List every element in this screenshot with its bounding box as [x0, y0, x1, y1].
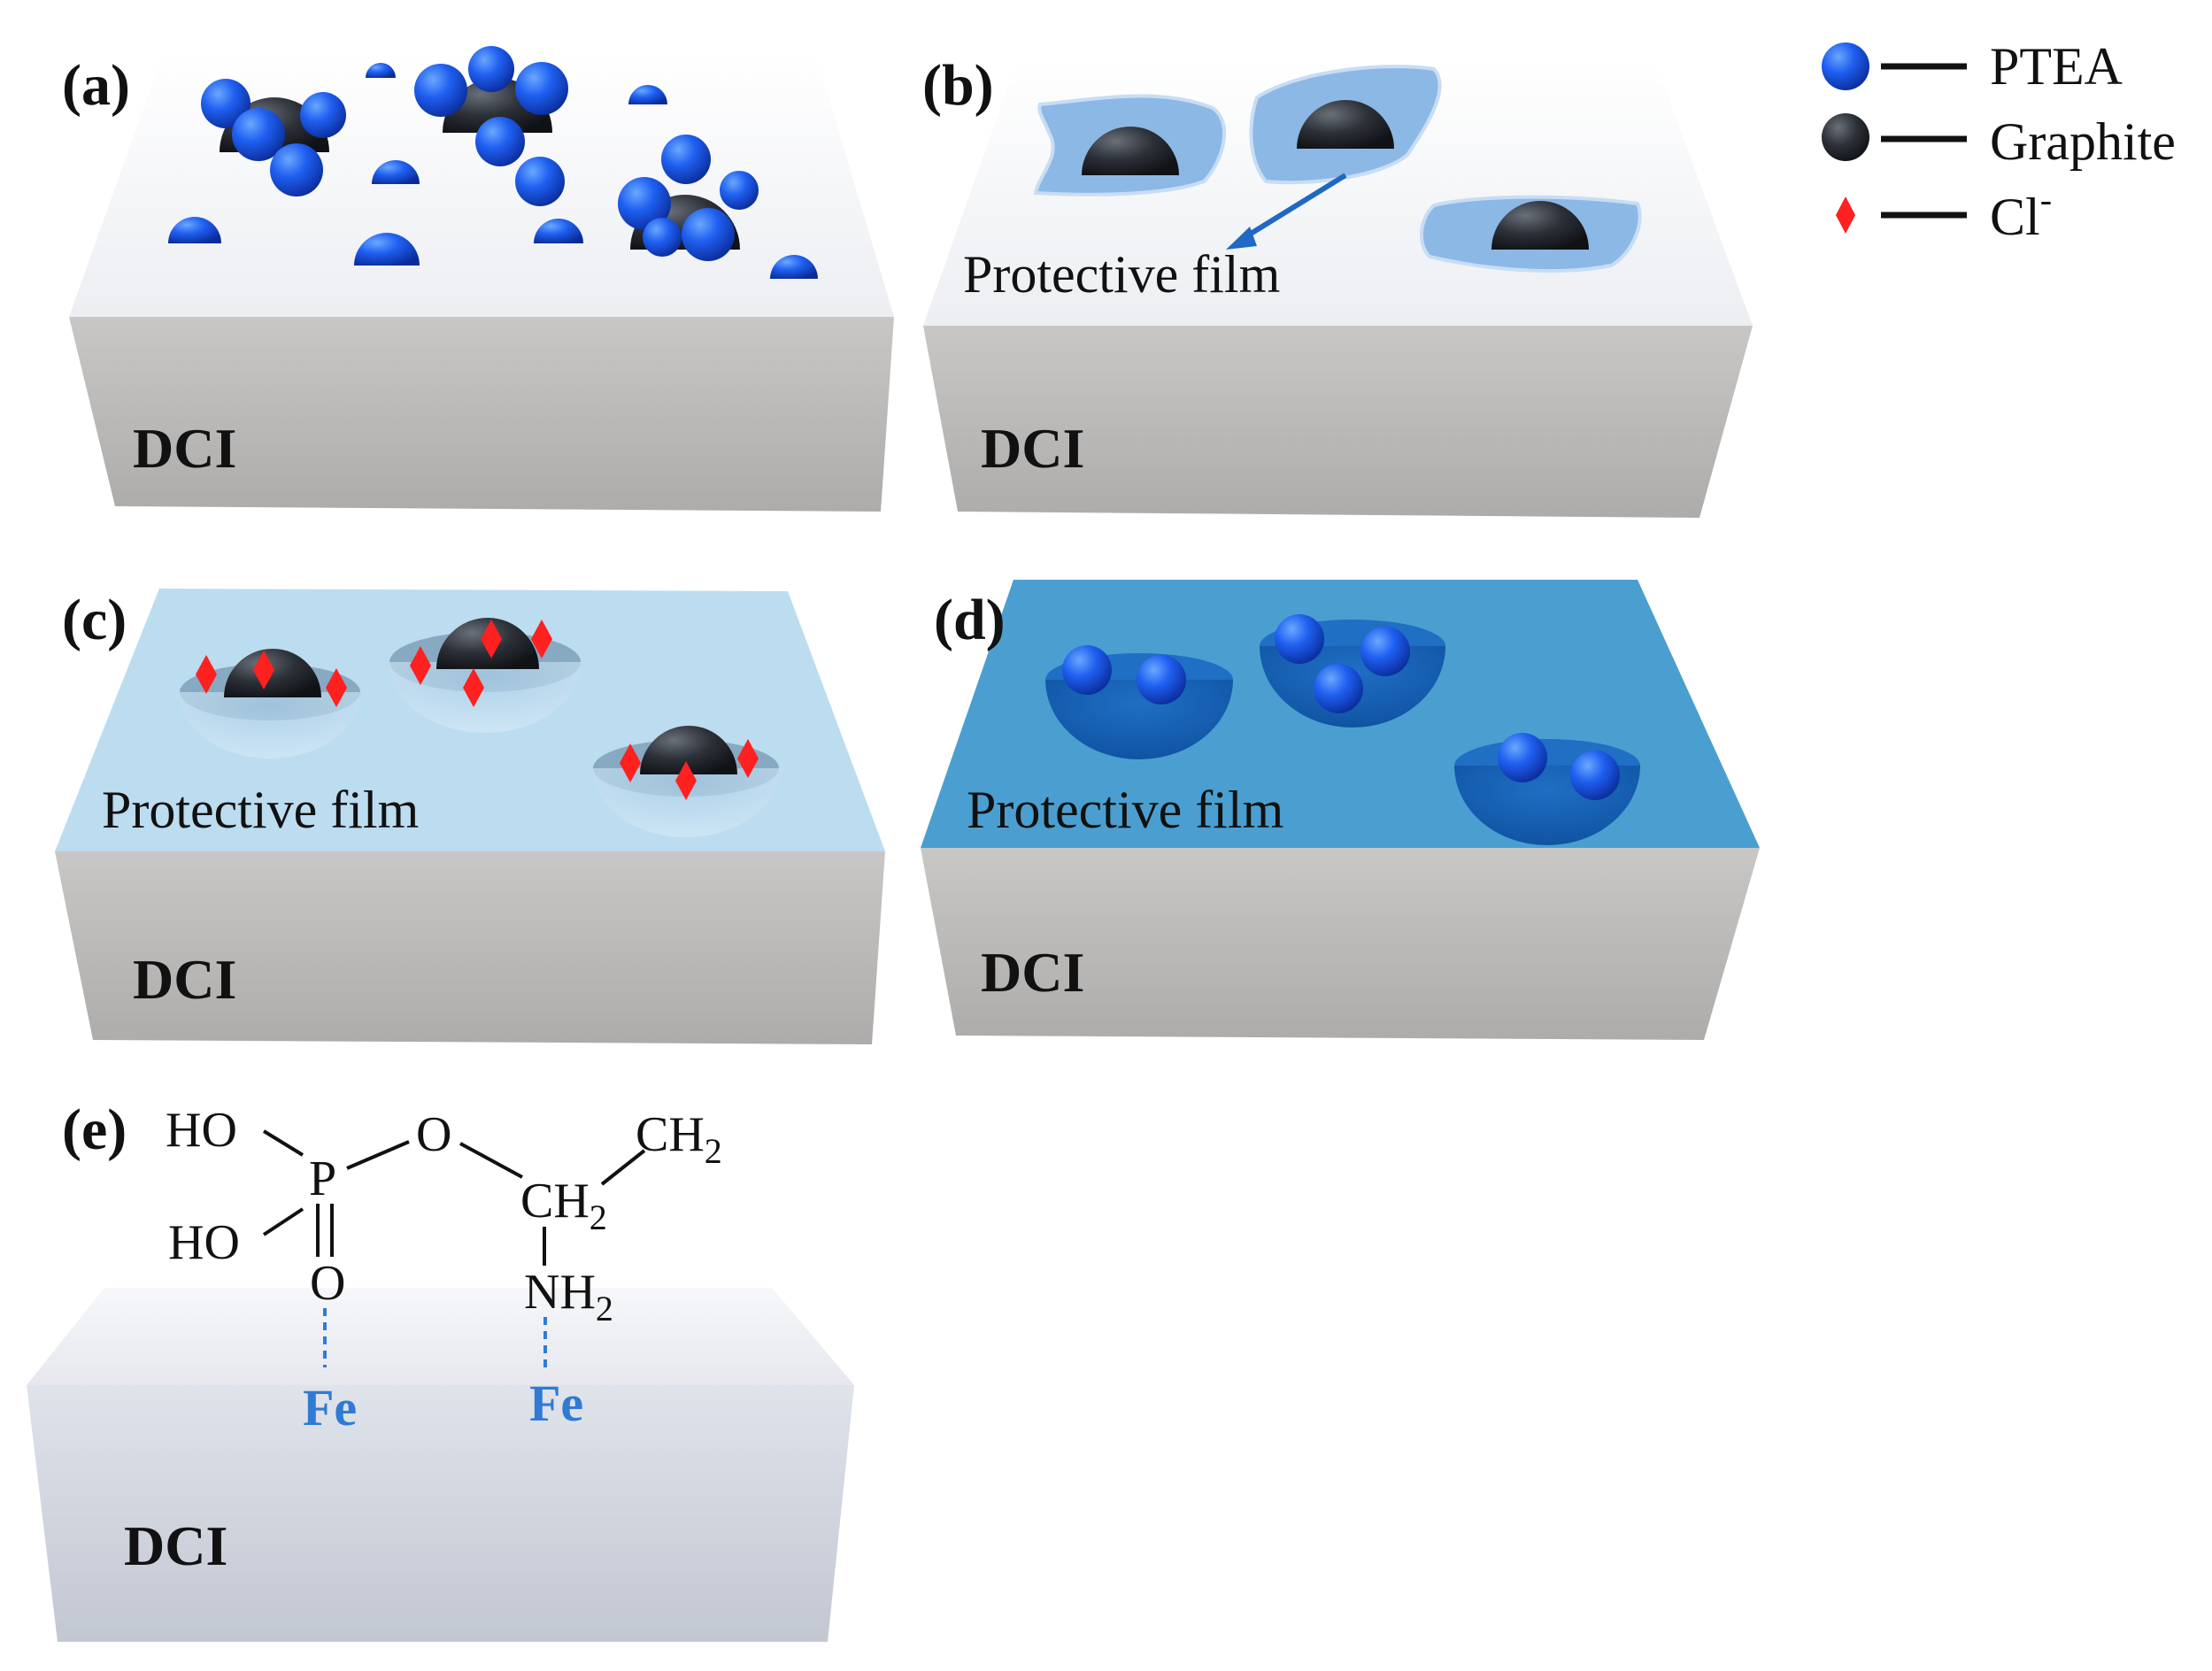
chloride-ion — [531, 620, 552, 658]
hydroxyl-top: HO — [166, 1103, 237, 1158]
legend-item-chloride: Cl- — [1836, 180, 2052, 246]
legend-label-chloride: Cl- — [1990, 180, 2052, 246]
chloride-ion — [196, 655, 217, 694]
film-label-d: Protective film — [967, 781, 1283, 839]
ptea-sphere — [168, 217, 221, 243]
ptea-sphere — [515, 62, 568, 115]
panel-a: (a) DCI — [62, 46, 894, 512]
ptea-sphere — [1570, 751, 1620, 800]
bond — [459, 1142, 523, 1179]
ptea-sphere — [300, 92, 346, 138]
legend-item-graphite: Graphite — [1822, 112, 2176, 171]
bond — [262, 1207, 304, 1236]
carbonyl-oxygen: O — [310, 1256, 345, 1311]
legend-item-ptea: PTEA — [1822, 37, 2123, 96]
ptea-sphere — [1314, 664, 1363, 713]
substrate-side-e — [27, 1385, 854, 1642]
graphite-particle — [640, 726, 737, 774]
substrate-side-c — [55, 851, 885, 1044]
film-cup — [593, 768, 779, 837]
chloride-ion — [463, 668, 484, 707]
film-cup — [180, 692, 360, 758]
panel-letter-d: (d) — [934, 588, 1006, 652]
film-label-c: Protective film — [102, 781, 419, 839]
chloride-ion — [481, 620, 502, 658]
panel-e: (e) DCI HO HO P O CH2 CH2 O NH2 Fe Fe — [27, 1097, 854, 1642]
amine-group: NH2 — [524, 1265, 613, 1328]
substrate-label-c: DCI — [133, 948, 236, 1011]
ptea-sphere — [468, 46, 514, 92]
legend: PTEA Graphite Cl- — [1822, 37, 2176, 246]
panel-letter-c: (c) — [62, 588, 127, 652]
panel-d: (d) DCI Protective film — [921, 580, 1760, 1040]
ptea-sphere — [628, 85, 667, 104]
chloride-ion — [675, 761, 697, 800]
terminal-ch2: CH2 — [636, 1107, 722, 1171]
graphite-particle — [1082, 127, 1179, 175]
bond — [600, 1149, 646, 1186]
panel-letter-a: (a) — [62, 53, 130, 118]
ptea-legend-icon — [1822, 42, 1869, 90]
ptea-sphere — [354, 233, 420, 266]
ptea-sphere — [1275, 614, 1324, 664]
film-label-b: Protective film — [963, 245, 1280, 304]
chloride-ion — [410, 646, 431, 685]
ptea-sphere — [661, 135, 711, 184]
graphite-particle — [1491, 201, 1589, 250]
ptea-sphere — [475, 117, 525, 166]
iron-atom-right: Fe — [529, 1375, 583, 1432]
substrate-side-a — [69, 317, 894, 512]
ptea-sphere — [1137, 655, 1186, 705]
ptea-sphere — [643, 218, 682, 257]
iron-atom-left: Fe — [303, 1379, 357, 1436]
ptea-sphere — [1498, 733, 1547, 782]
film-pointer-arrow — [1237, 173, 1347, 243]
substrate-label-e: DCI — [124, 1514, 227, 1577]
ptea-sphere — [720, 171, 759, 210]
bond — [262, 1129, 304, 1157]
substrate-label-b: DCI — [981, 417, 1084, 480]
arrow-head — [1226, 227, 1257, 250]
ptea-sphere — [232, 108, 285, 161]
ptea-sphere — [366, 63, 396, 78]
chloride-ion — [737, 739, 759, 778]
ptea-sphere — [770, 255, 818, 279]
substrate-label-d: DCI — [981, 941, 1084, 1004]
substrate-side-d — [921, 848, 1760, 1040]
panel-letter-e: (e) — [62, 1097, 127, 1162]
chloride-ion — [326, 668, 347, 707]
ptea-sphere — [682, 208, 735, 261]
ptea-sphere — [1360, 627, 1410, 676]
panel-letter-b: (b) — [922, 53, 994, 118]
ptea-sphere — [414, 64, 467, 117]
substrate-side-b — [923, 326, 1753, 518]
panel-c: (c) DCI Protective film — [55, 588, 885, 1044]
bond — [346, 1140, 410, 1170]
hydroxyl-bottom: HO — [168, 1215, 240, 1270]
chloride-ion — [253, 651, 274, 689]
substrate-label-a: DCI — [133, 417, 236, 480]
ptea-sphere — [270, 143, 323, 196]
graphite-particle — [1297, 100, 1394, 149]
ptea-sphere — [515, 157, 565, 206]
legend-label-graphite: Graphite — [1990, 112, 2176, 171]
graphite-legend-icon — [1822, 113, 1869, 161]
chloride-legend-icon — [1836, 196, 1855, 234]
ester-oxygen: O — [416, 1107, 451, 1162]
ptea-cup — [1045, 680, 1233, 759]
ptea-sphere — [372, 160, 420, 184]
film-cup — [389, 662, 581, 733]
panel-b: (b) DCI Protective film — [922, 53, 1753, 518]
ptea-sphere — [534, 219, 583, 243]
phosphorus-atom: P — [309, 1151, 336, 1206]
ptea-sphere — [201, 79, 250, 128]
ptea-sphere — [618, 177, 671, 230]
chloride-ion — [620, 743, 641, 782]
middle-ch2: CH2 — [520, 1174, 607, 1237]
substrate-top-e — [27, 1288, 854, 1385]
ptea-sphere — [1062, 645, 1112, 695]
legend-label-ptea: PTEA — [1990, 37, 2123, 96]
